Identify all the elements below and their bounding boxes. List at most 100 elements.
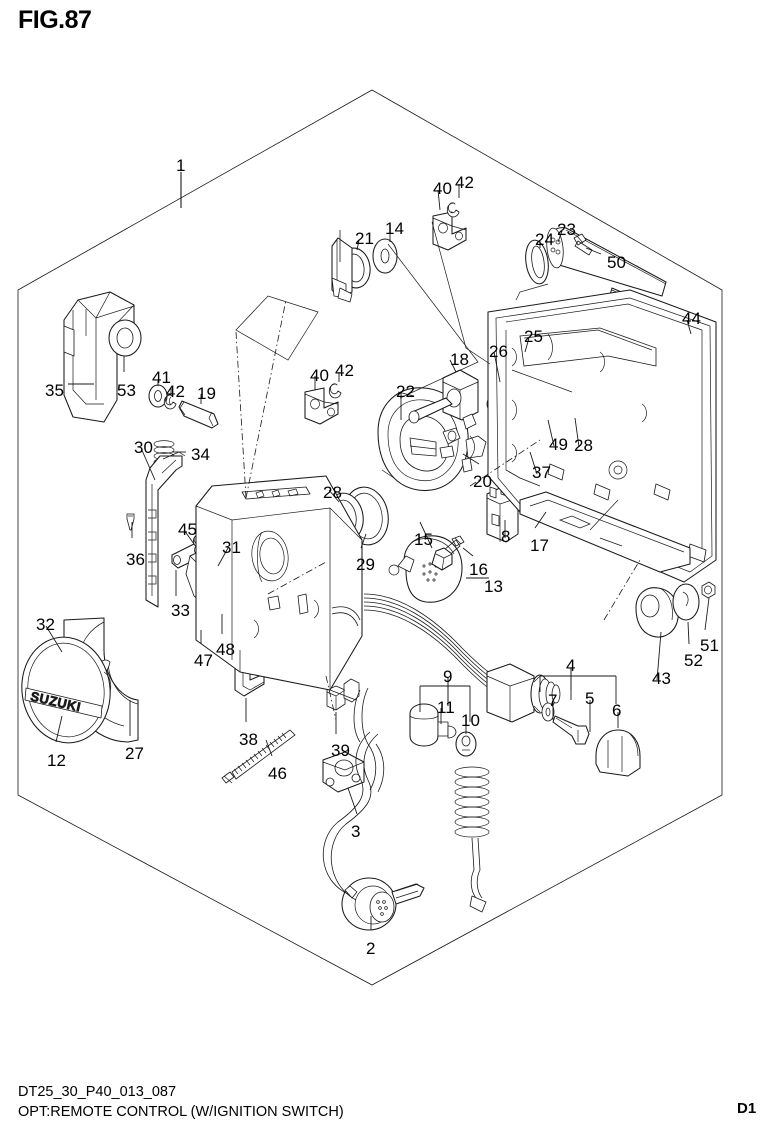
callout-number-40b: 40 xyxy=(310,366,329,385)
callout-number-50: 50 xyxy=(607,253,626,272)
callout-number-40: 40 xyxy=(433,179,452,198)
callout-number-33: 33 xyxy=(171,601,190,620)
callout-number-21: 21 xyxy=(355,229,374,248)
callout-number-32: 32 xyxy=(36,615,55,634)
diagram-frame-hexagon xyxy=(17,89,723,986)
callout-number-13: 13 xyxy=(484,577,503,596)
part-43-grommet xyxy=(635,587,679,638)
part-40-bracket-b xyxy=(304,387,339,425)
callout-number-11: 11 xyxy=(437,698,455,717)
footer-title: OPT:REMOTE CONTROL (W/IGNITION SWITCH) xyxy=(18,1104,344,1120)
callout-number-47: 47 xyxy=(194,651,213,670)
callout-number-1: 1 xyxy=(176,156,186,175)
callout-number-38: 38 xyxy=(239,730,258,749)
part-4-ignition-lock-assembly xyxy=(486,663,561,723)
part-20-link xyxy=(439,413,477,473)
assembly-guide-lines xyxy=(235,221,641,721)
callout-number-41: 41 xyxy=(152,368,171,387)
part-42-clip-b xyxy=(446,202,460,218)
callout-number-9: 9 xyxy=(443,667,453,686)
callout-number-7: 7 xyxy=(548,691,558,710)
callout-number-35: 35 xyxy=(45,381,64,400)
lanyard-cord-spring xyxy=(454,766,490,913)
callout-number-22: 22 xyxy=(396,382,415,401)
callout-number-43: 43 xyxy=(652,669,671,688)
callout-number-26: 26 xyxy=(489,342,508,361)
callout-number-51: 51 xyxy=(700,636,719,655)
callout-number-49: 49 xyxy=(549,435,568,454)
callout-number-34: 34 xyxy=(191,445,210,464)
wire-ignition xyxy=(322,731,379,901)
part-24-ring xyxy=(525,239,549,285)
part-35-handle-grip xyxy=(63,291,135,423)
callout-number-12: 12 xyxy=(47,751,66,770)
callout-number-53: 53 xyxy=(117,381,136,400)
callout-number-18: 18 xyxy=(450,350,469,369)
callout-number-27: 27 xyxy=(125,744,144,763)
part-50-screw xyxy=(573,233,593,256)
callout-number-46: 46 xyxy=(268,764,287,783)
part-42-clip-a xyxy=(163,394,177,410)
callout-number-16: 16 xyxy=(469,560,488,579)
lower-wire-guides xyxy=(353,687,385,793)
callout-number-20: 20 xyxy=(473,472,492,491)
callout-number-36: 36 xyxy=(126,550,145,569)
callout-number-14: 14 xyxy=(385,219,404,238)
footer-code: DT25_30_P40_013_087 xyxy=(18,1084,177,1100)
part-9-11-lanyard-switch xyxy=(409,703,457,747)
callout-number-37: 37 xyxy=(532,463,551,482)
callout-number-44: 44 xyxy=(682,309,701,328)
corner-code: D1 xyxy=(737,1100,757,1117)
part-2-ignition-switch xyxy=(341,877,425,931)
callout-leaders xyxy=(45,184,710,930)
callout-number-42b: 42 xyxy=(166,382,185,401)
callout-number-28b: 28 xyxy=(574,436,593,455)
part-6-key-cover xyxy=(595,729,641,777)
callout-number-8: 8 xyxy=(501,527,511,546)
callout-number-28: 28 xyxy=(323,483,342,502)
main-housing-body xyxy=(195,475,363,691)
part-22-throttle-cam xyxy=(377,387,487,492)
part-36-screw xyxy=(126,513,135,531)
callout-number-6: 6 xyxy=(612,701,622,720)
part-39-grommets xyxy=(326,678,360,711)
callout-number-42c: 42 xyxy=(335,361,354,380)
callout-number-5: 5 xyxy=(585,689,595,708)
callout-number-25: 25 xyxy=(524,327,543,346)
part-18-shaft-holder xyxy=(408,369,479,424)
figure-title: FIG.87 xyxy=(18,6,92,34)
part-46-long-screw xyxy=(221,729,296,784)
callout-number-23: 23 xyxy=(557,220,576,239)
part-20-link-assy-top xyxy=(331,230,353,303)
part-51-nut xyxy=(701,581,716,599)
callout-number-42: 42 xyxy=(455,173,474,192)
callout-number-3: 3 xyxy=(351,822,361,841)
part-16-screw xyxy=(443,535,465,557)
callout-number-19: 19 xyxy=(197,384,216,403)
callout-number-39: 39 xyxy=(331,741,350,760)
callout-number-31: 31 xyxy=(222,538,241,557)
callout-number-15: 15 xyxy=(414,530,433,549)
part-42-clip-c xyxy=(328,383,342,399)
wire-harness xyxy=(363,593,503,697)
callout-number-4: 4 xyxy=(566,656,576,675)
callout-number-2: 2 xyxy=(366,939,376,958)
callout-number-52: 52 xyxy=(684,651,703,670)
part-52-washer xyxy=(672,583,700,621)
callout-number-10: 10 xyxy=(461,711,480,730)
part-53-bushing xyxy=(108,319,142,357)
part-5-key xyxy=(552,715,590,745)
part-7-washer xyxy=(541,702,555,722)
right-housing-cover xyxy=(487,289,717,583)
part-10-lanyard-clip xyxy=(455,731,477,757)
part-15-bracket xyxy=(431,547,453,571)
part-19-pin xyxy=(178,400,219,429)
callout-number-30: 30 xyxy=(134,438,153,457)
part-30-lever-arm xyxy=(145,451,186,608)
callout-number-24: 24 xyxy=(535,230,554,249)
part-14-washer xyxy=(372,238,398,274)
callout-number-29: 29 xyxy=(356,555,375,574)
callout-number-45: 45 xyxy=(178,520,197,539)
